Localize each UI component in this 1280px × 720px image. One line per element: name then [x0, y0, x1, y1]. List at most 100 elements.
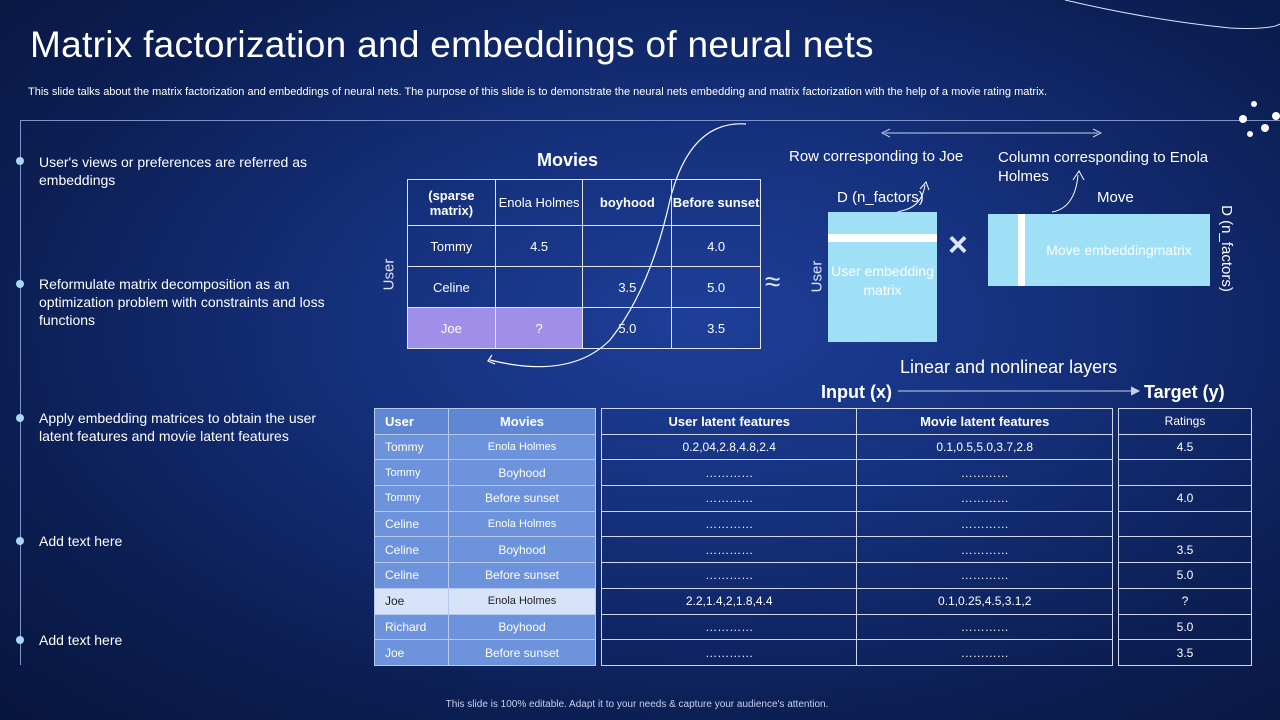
multiply-sign: × [948, 226, 968, 264]
sparse-cell: Celine [407, 266, 496, 308]
table-cell-user: Richard [374, 613, 449, 641]
table-cell: ………… [856, 485, 1113, 512]
table-cell-movie: Enola Holmes [448, 433, 596, 461]
sparse-header-cell: boyhood [582, 179, 673, 226]
sparse-cell-joe-unknown: ? [494, 307, 584, 349]
bullet-text-4: Add text here [39, 533, 123, 549]
move-label: Move [1097, 189, 1134, 206]
table-cell-user: Joe [374, 587, 449, 615]
rating-cell: 4.0 [1118, 485, 1252, 512]
rating-cell: 3.5 [1118, 639, 1252, 666]
table-cell-user: Celine [374, 562, 449, 589]
table-cell: ………… [600, 485, 858, 512]
table-cell: ………… [600, 510, 858, 538]
d-factors-right-label: D (n_factors) [1217, 205, 1235, 292]
sparse-cell: 3.5 [671, 307, 761, 349]
bullet-dot-3 [16, 414, 24, 422]
rating-cell: 5.0 [1118, 613, 1252, 641]
table-cell-user: Celine [374, 536, 449, 564]
table-cell: 2.2,1.4,2,1.8,4.4 [600, 587, 858, 615]
table-cell-movie: Enola Holmes [448, 510, 596, 538]
rating-cell: ? [1118, 587, 1252, 615]
table-cell: 0.2,04,2.8,4.8,2.4 [600, 433, 858, 461]
bullet-text-5: Add text here [39, 632, 123, 648]
bullet-dot-4 [16, 537, 24, 545]
bullet-dot-2 [16, 280, 24, 288]
header-movie-latent: Movie latent features [856, 408, 1113, 435]
sparse-matrix-table: (sparse matrix) Enola Holmes boyhood Bef… [407, 179, 761, 349]
sparse-cell [494, 266, 584, 308]
footer-note: This slide is 100% editable. Adapt it to… [445, 699, 829, 710]
approx-sign: ≈ [765, 266, 781, 297]
table-cell: ………… [600, 562, 858, 589]
move-embedding-matrix: Move embeddingmatrix [988, 214, 1210, 286]
table-cell: ………… [856, 613, 1113, 641]
table-cell-movie: Before sunset [448, 562, 596, 589]
sparse-cell: 5.0 [671, 266, 761, 308]
sparse-cell: 4.0 [671, 225, 761, 267]
rating-cell: 4.5 [1118, 433, 1252, 461]
table-cell: 0.1,0.5,5.0,3.7,2.8 [856, 433, 1113, 461]
user-row-stripe [828, 234, 937, 242]
table-cell-movie: Before sunset [448, 639, 596, 666]
table-cell-movie: Before sunset [448, 485, 596, 512]
sparse-cell: 4.5 [494, 225, 584, 267]
table-cell: ………… [856, 639, 1113, 666]
bullet-dot-5 [16, 636, 24, 644]
sparse-cell: 5.0 [582, 307, 673, 349]
top-divider [20, 120, 1280, 121]
rating-cell: 3.5 [1118, 536, 1252, 564]
table-cell: ………… [600, 639, 858, 666]
movies-title: Movies [536, 150, 599, 170]
left-divider [20, 120, 21, 665]
sparse-header-cell: Enola Holmes [494, 179, 584, 226]
header-user: User [374, 408, 449, 435]
rating-cell [1118, 459, 1252, 487]
bullet-text-3: Apply embedding matrices to obtain the u… [39, 410, 317, 444]
header-user-latent: User latent features [600, 408, 858, 435]
sparse-header-cell: Before sunset [671, 179, 761, 226]
table-cell-movie: Enola Holmes [448, 587, 596, 615]
sparse-cell [582, 225, 673, 267]
table-cell: ………… [856, 536, 1113, 564]
table-cell-movie: Boyhood [448, 459, 596, 487]
move-embedding-matrix-label: Move embeddingmatrix [1046, 242, 1192, 258]
column-enola-label: Column corresponding to Enola Holmes [998, 149, 1209, 185]
bullet-dot-1 [16, 157, 24, 165]
table-cell-movie: Boyhood [448, 536, 596, 564]
table-cell-user: Tommy [374, 433, 449, 461]
sparse-cell-joe: Joe [407, 307, 496, 349]
user-axis-label: User [808, 260, 826, 293]
table-cell: ………… [856, 562, 1113, 589]
table-cell: ………… [856, 510, 1113, 538]
bullet-text-2: Reformulate matrix decomposition as an o… [39, 276, 325, 328]
table-cell: ………… [600, 613, 858, 641]
table-cell: ………… [600, 536, 858, 564]
rating-cell: 5.0 [1118, 562, 1252, 589]
user-embedding-matrix-label: User embedding matrix [831, 263, 934, 298]
sparse-header-cell: (sparse matrix) [407, 179, 496, 226]
table-cell-user: Tommy [374, 485, 449, 512]
header-ratings: Ratings [1118, 408, 1252, 435]
user-embedding-matrix: User embedding matrix [828, 212, 937, 342]
sparse-cell: Tommy [407, 225, 496, 267]
rating-cell [1118, 510, 1252, 538]
table-cell-movie: Boyhood [448, 613, 596, 641]
page-subtitle: This slide talks about the matrix factor… [28, 86, 1048, 98]
table-cell: 0.1,0.25,4.5,3.1,2 [856, 587, 1113, 615]
table-cell-user: Tommy [374, 459, 449, 487]
bullet-text-1: User's views or preferences are referred… [39, 154, 307, 188]
table-cell-user: Joe [374, 639, 449, 666]
header-movies: Movies [448, 408, 596, 435]
table-cell: ………… [600, 459, 858, 487]
d-factors-left-label: D (n_factors) [837, 189, 924, 206]
sparse-cell: 3.5 [582, 266, 673, 308]
table-cell-user: Celine [374, 510, 449, 538]
table-cell: ………… [856, 459, 1113, 487]
move-column-stripe [1018, 214, 1025, 286]
sparse-user-axis-label: User [380, 258, 398, 291]
row-joe-label: Row corresponding to Joe [789, 148, 964, 165]
